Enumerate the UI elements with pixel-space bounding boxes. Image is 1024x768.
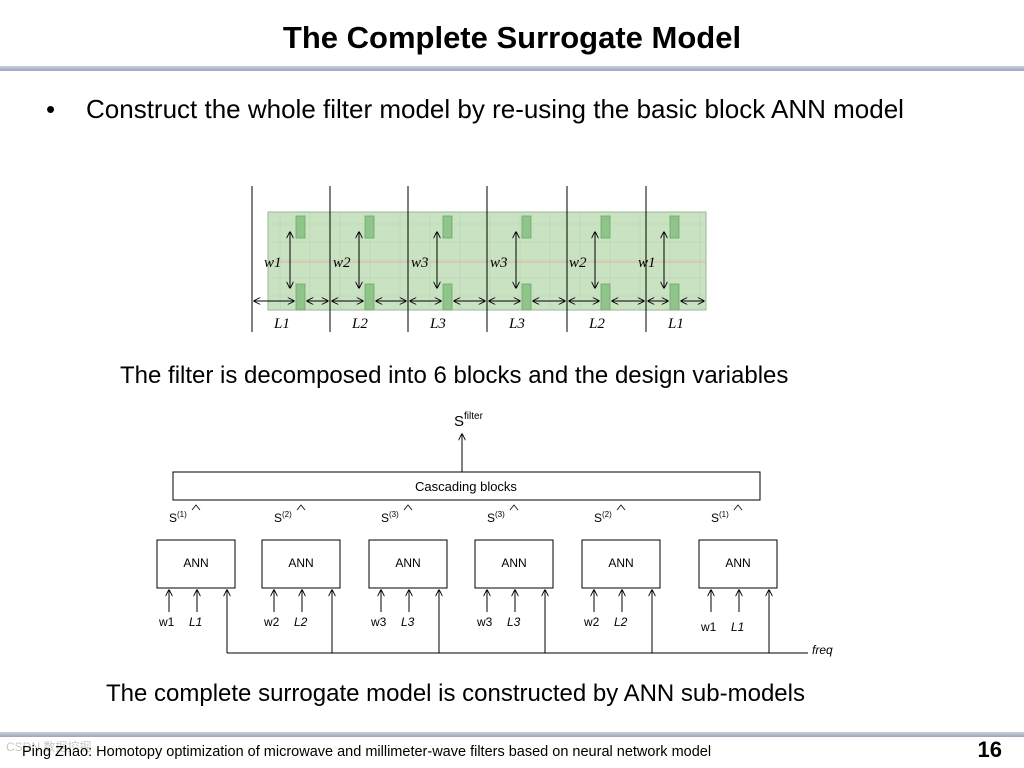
title-divider [0,66,1024,71]
s-parameter-label: S(3) [381,510,399,525]
length-label: L1 [273,316,290,332]
ann-label: ANN [288,556,313,570]
width-label: w3 [490,255,508,271]
bullet-marker: • [46,94,56,124]
footer-citation: Ping Zhao: Homotopy optimization of micr… [22,744,712,760]
L-input-label: L3 [401,615,415,629]
bullet-text: Construct the whole filter model by re-u… [86,94,904,124]
resonator-top [295,215,306,239]
L-input-label: L2 [614,615,628,629]
L-input-label: L3 [507,615,521,629]
ann-box [698,539,778,589]
ann-label: ANN [725,556,750,570]
length-label: L3 [429,316,446,332]
w-input-label: w3 [476,615,493,629]
w-input-label: w1 [700,620,717,634]
w-input-label: w3 [370,615,387,629]
slide-title: The Complete Surrogate Model [282,20,742,55]
s-parameter-label: S(2) [274,510,292,525]
resonator-top [600,215,611,239]
resonator-top [364,215,375,239]
resonator-bottom [600,283,611,311]
hat-mark [733,504,743,511]
s-parameter-label: S(1) [169,510,187,525]
ann-label: ANN [501,556,526,570]
resonator-bottom [295,283,306,311]
ann-box [581,539,661,589]
cascading-blocks-box [172,471,761,501]
hat-mark [616,504,626,511]
s-parameter-label: S(2) [594,510,612,525]
length-label: L3 [508,316,525,332]
w-input-label: w2 [263,615,280,629]
L-input-label: L2 [294,615,308,629]
hat-mark [509,504,519,511]
width-label: w3 [411,255,429,271]
hat-mark [191,504,201,511]
resonator-bottom [364,283,375,311]
width-label: w1 [264,255,282,271]
w-input-label: w2 [583,615,600,629]
freq-label: freq [812,643,833,657]
resonator-top [442,215,453,239]
resonator-bottom [442,283,453,311]
hat-mark [296,504,306,511]
L-input-label: L1 [189,615,202,629]
w-input-label: w1 [158,615,175,629]
length-label: L1 [667,316,684,332]
width-label: w2 [569,255,587,271]
ann-label: ANN [608,556,633,570]
cascading-blocks-label: Cascading blocks [415,479,517,494]
ann-label: ANN [395,556,420,570]
L-input-label: L1 [731,620,744,634]
filter-caption: The filter is decomposed into 6 blocks a… [120,362,789,389]
ann-box [368,539,448,589]
ann-box [261,539,341,589]
watermark: CSDN 数据挖掘 [6,740,92,754]
s-parameter-label: S(1) [711,510,729,525]
resonator-bottom [669,283,680,311]
ann-box [474,539,554,589]
resonator-top [521,215,532,239]
footer-divider [0,732,1024,737]
model-caption: The complete surrogate model is construc… [106,680,805,707]
ann-box [156,539,236,589]
resonator-top [669,215,680,239]
length-label: L2 [351,316,368,332]
ann-label: ANN [183,556,208,570]
width-label: w2 [333,255,351,271]
hat-mark [403,504,413,511]
s-parameter-label: S(3) [487,510,505,525]
resonator-bottom [521,283,532,311]
output-s-filter-label: Sfilter [454,411,484,430]
width-label: w1 [638,255,656,271]
length-label: L2 [588,316,605,332]
page-number: 16 [977,737,1002,762]
